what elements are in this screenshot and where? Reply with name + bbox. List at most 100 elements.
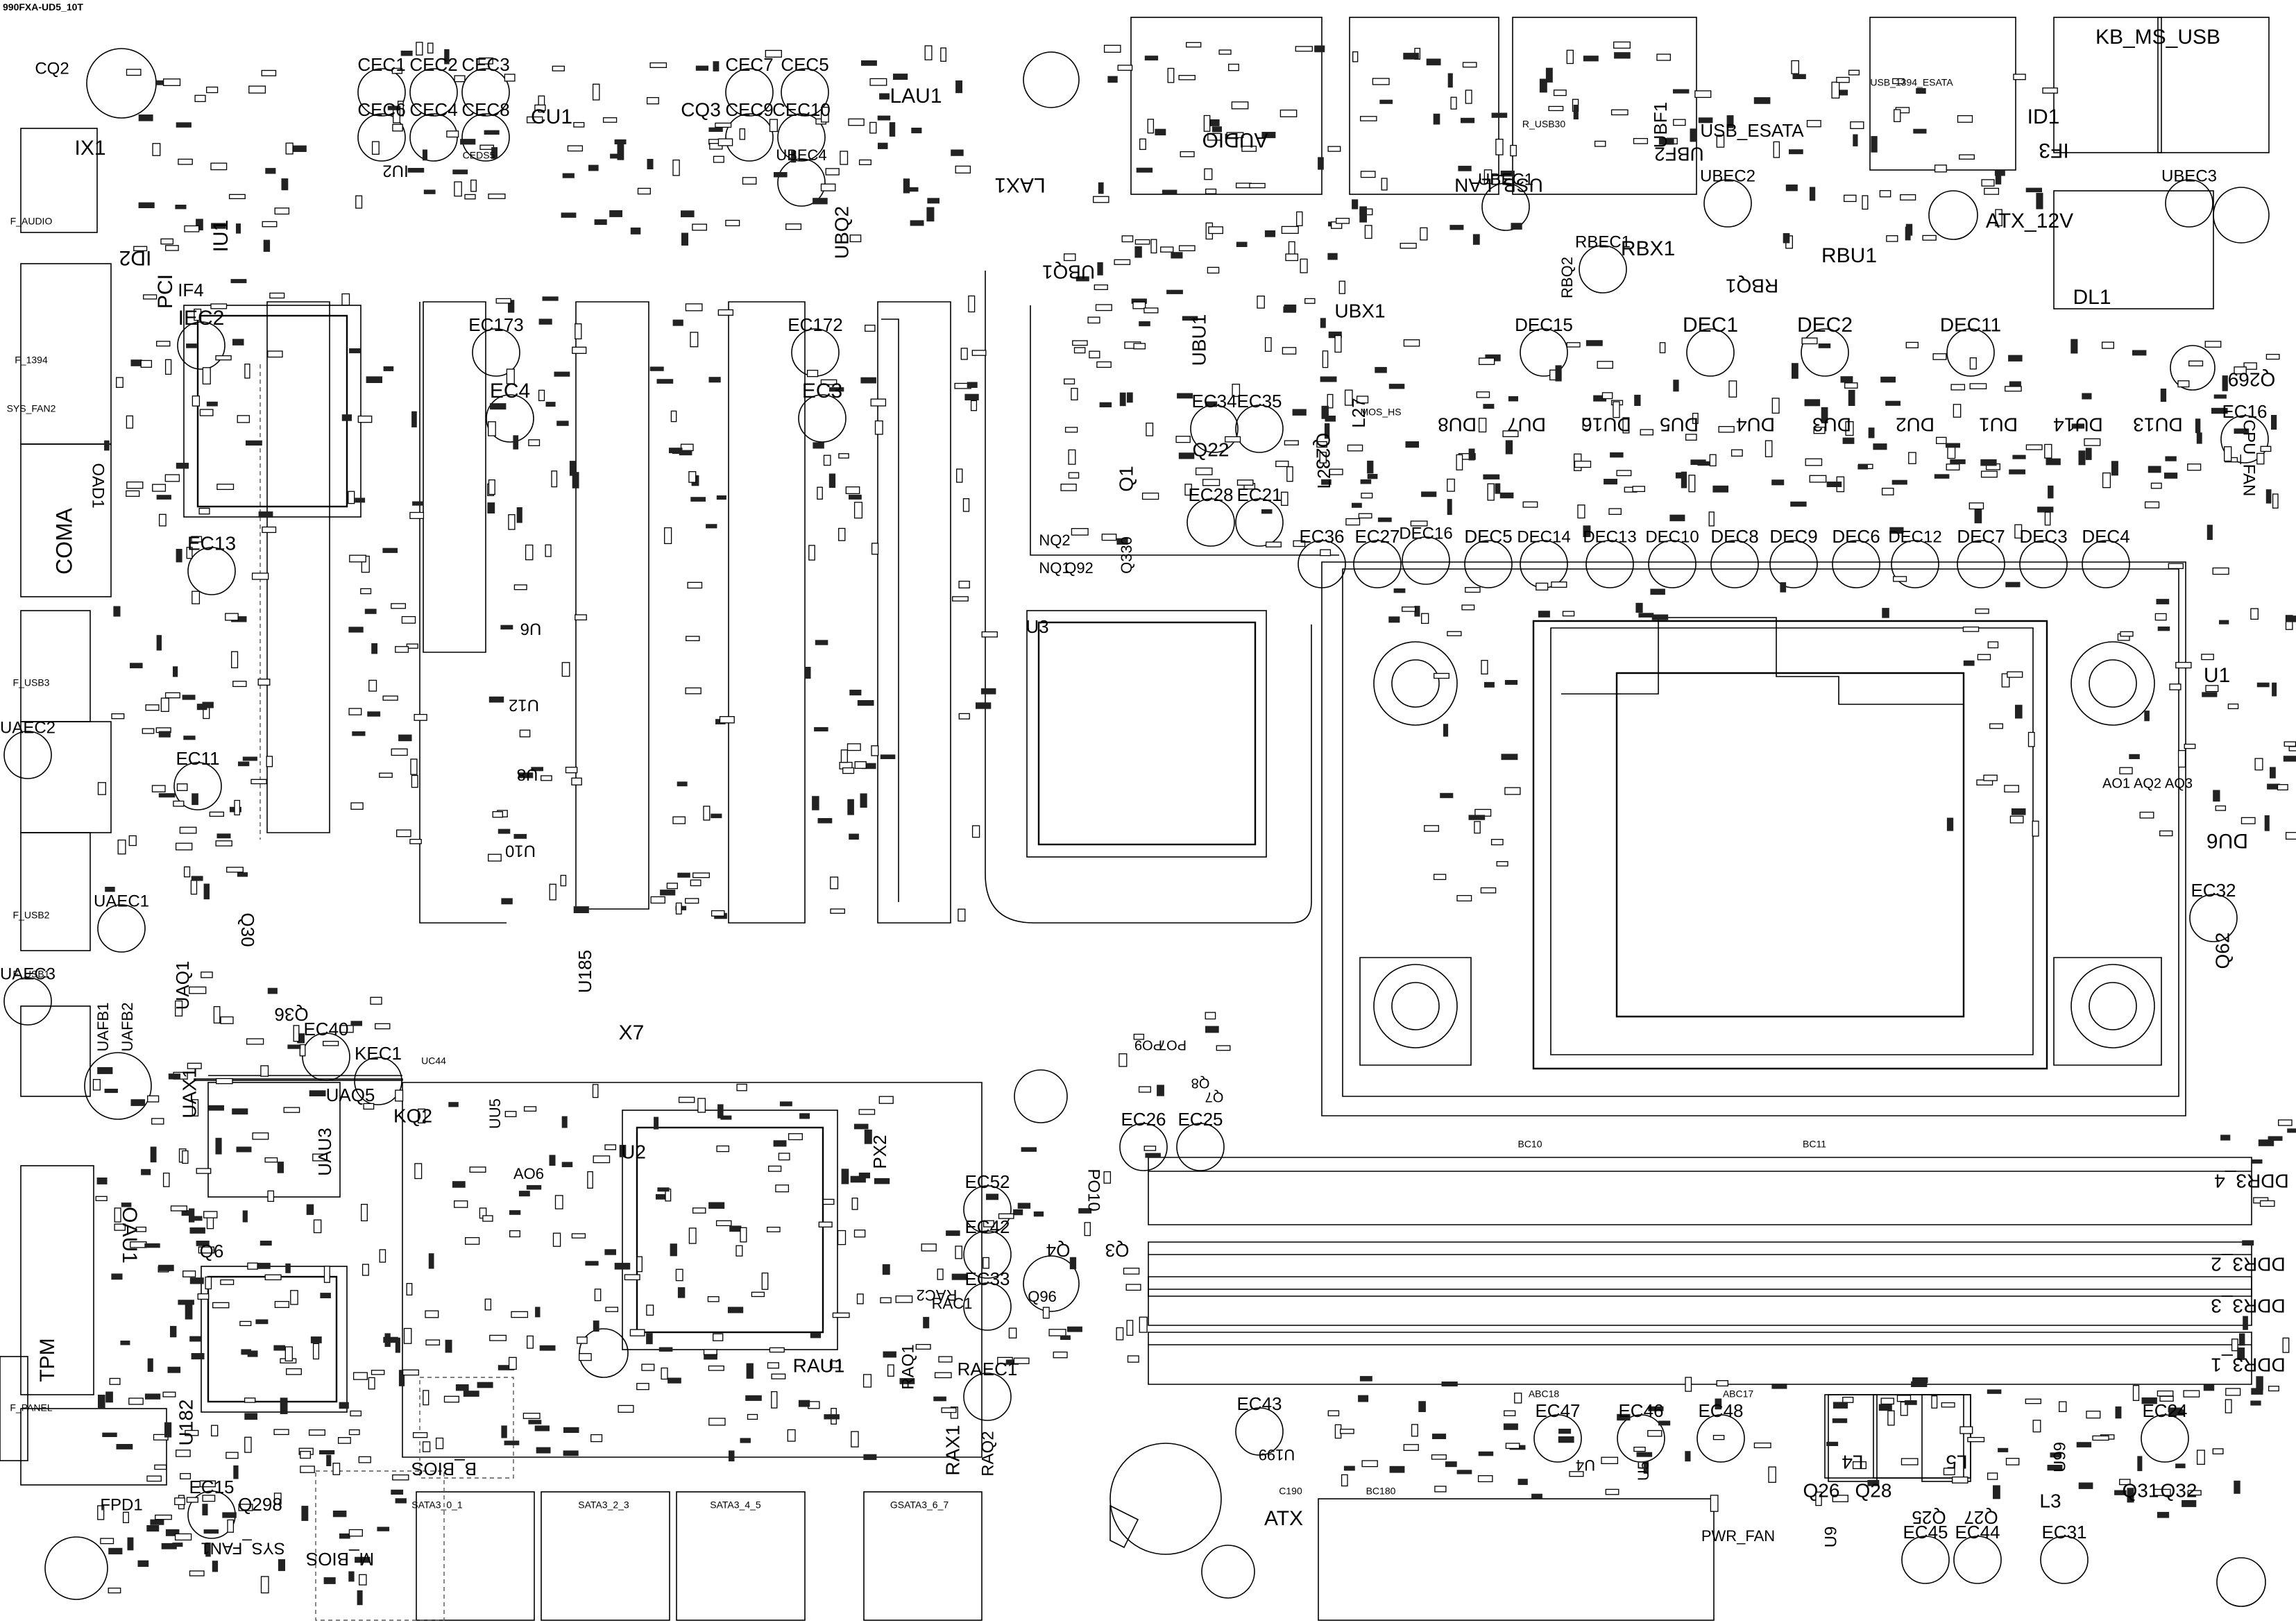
smd-part [1768,1466,1776,1483]
smd-part [215,355,232,361]
component-label-rax1: RAX1 [942,1425,963,1475]
smd-part [1995,170,2002,185]
smd-part [348,1529,363,1537]
smd-part [857,700,874,706]
smd-part [1261,132,1276,139]
smd-part [273,1345,285,1351]
smd-part [1690,459,1706,465]
smd-part [1622,417,1630,434]
smd-part [2078,1482,2093,1489]
component-label-q27: Q27 [1964,1507,1998,1528]
connector-label-abc18: ABC18 [1529,1388,1560,1400]
smd-part [122,1511,129,1524]
smd-part [1995,209,2002,227]
smd-part [649,62,667,68]
smd-part [2160,389,2167,402]
smd-part [1887,1410,1895,1426]
component-label-ec36: EC36 [1299,526,1344,547]
smd-part [226,1452,239,1459]
smd-part [464,194,476,200]
smd-part [247,1262,258,1270]
smd-part [1716,1380,1728,1387]
component-label-q22: Q22 [1193,439,1230,460]
smd-part [2120,631,2134,637]
smd-part [127,1537,134,1551]
smd-part [96,1178,108,1184]
smd-part [2187,464,2202,471]
smd-part [1068,472,1080,479]
smd-part [1008,1327,1017,1339]
smd-part [186,1497,198,1503]
component-label-q3: Q3 [1105,1240,1130,1261]
smd-part [681,232,688,246]
smd-part [849,494,862,500]
component-label-oau1: OAU1 [118,1207,141,1264]
smd-part [1042,1307,1050,1319]
smd-part [478,57,493,65]
smd-part [614,1262,631,1270]
smd-part [1236,241,1248,247]
smd-part [703,1349,717,1355]
component-label-uafb1: UAFB1 [94,1003,112,1052]
component-label-l3: L3 [2039,1490,2061,1511]
smd-part [1097,262,1103,275]
smd-part [422,149,427,161]
component-label-ec4: EC4 [490,380,530,402]
smd-part [323,1266,330,1283]
smd-part [865,324,876,332]
component-label-q28: Q28 [1855,1479,1892,1501]
smd-part [1975,608,1989,614]
smd-part [952,596,969,602]
smd-part [539,1345,556,1351]
smd-part [395,646,409,653]
smd-part [350,1021,362,1026]
smd-part [1950,459,1966,464]
smd-part [1905,341,1919,348]
smd-part [740,1227,747,1243]
connector-label-bc11: BC11 [1803,1139,1826,1150]
smd-part [1336,217,1350,224]
smd-part [1236,479,1254,486]
smd-part [2027,731,2035,747]
smd-part [395,1337,400,1353]
component-label-q23: Q23 [1313,433,1334,470]
smd-part [258,511,273,518]
smd-part [244,1397,256,1403]
smd-part [320,1293,331,1298]
component-label-ec43: EC43 [1236,1393,1282,1414]
smd-part [675,1268,683,1282]
smd-part [1908,452,1916,464]
component-label-q32: Q32 [2161,1479,2197,1501]
smd-part [178,1300,194,1305]
smd-part [231,616,247,622]
smd-part [2169,683,2182,690]
smd-part [1143,1146,1157,1151]
smd-part [687,581,703,589]
smd-part [182,695,196,700]
smd-part [849,690,862,696]
smd-part [910,220,924,226]
smd-part [1146,423,1154,436]
smd-part [1402,606,1416,612]
smd-part [1078,1208,1092,1214]
smd-part [967,382,978,388]
component-label-q6: Q6 [200,1241,224,1261]
smd-part [923,1316,930,1329]
smd-part [300,1465,315,1473]
smd-part [1585,340,1603,346]
smd-part [1478,418,1487,433]
smd-part [203,883,210,900]
smd-part [189,1277,204,1284]
smd-part [108,1547,123,1555]
smd-part [545,402,556,407]
component-label-cec7: CEC7 [725,54,773,75]
component-label-sys-fan1: SYS_FAN1 [201,1539,284,1558]
smd-part [470,179,477,192]
smd-part [382,695,398,701]
component-label-uax1: UAX1 [178,1067,200,1118]
smd-part [312,1153,328,1162]
smd-part [262,526,277,534]
smd-part [1225,436,1241,443]
smd-part [1477,1475,1493,1483]
smd-part [1358,1395,1369,1402]
